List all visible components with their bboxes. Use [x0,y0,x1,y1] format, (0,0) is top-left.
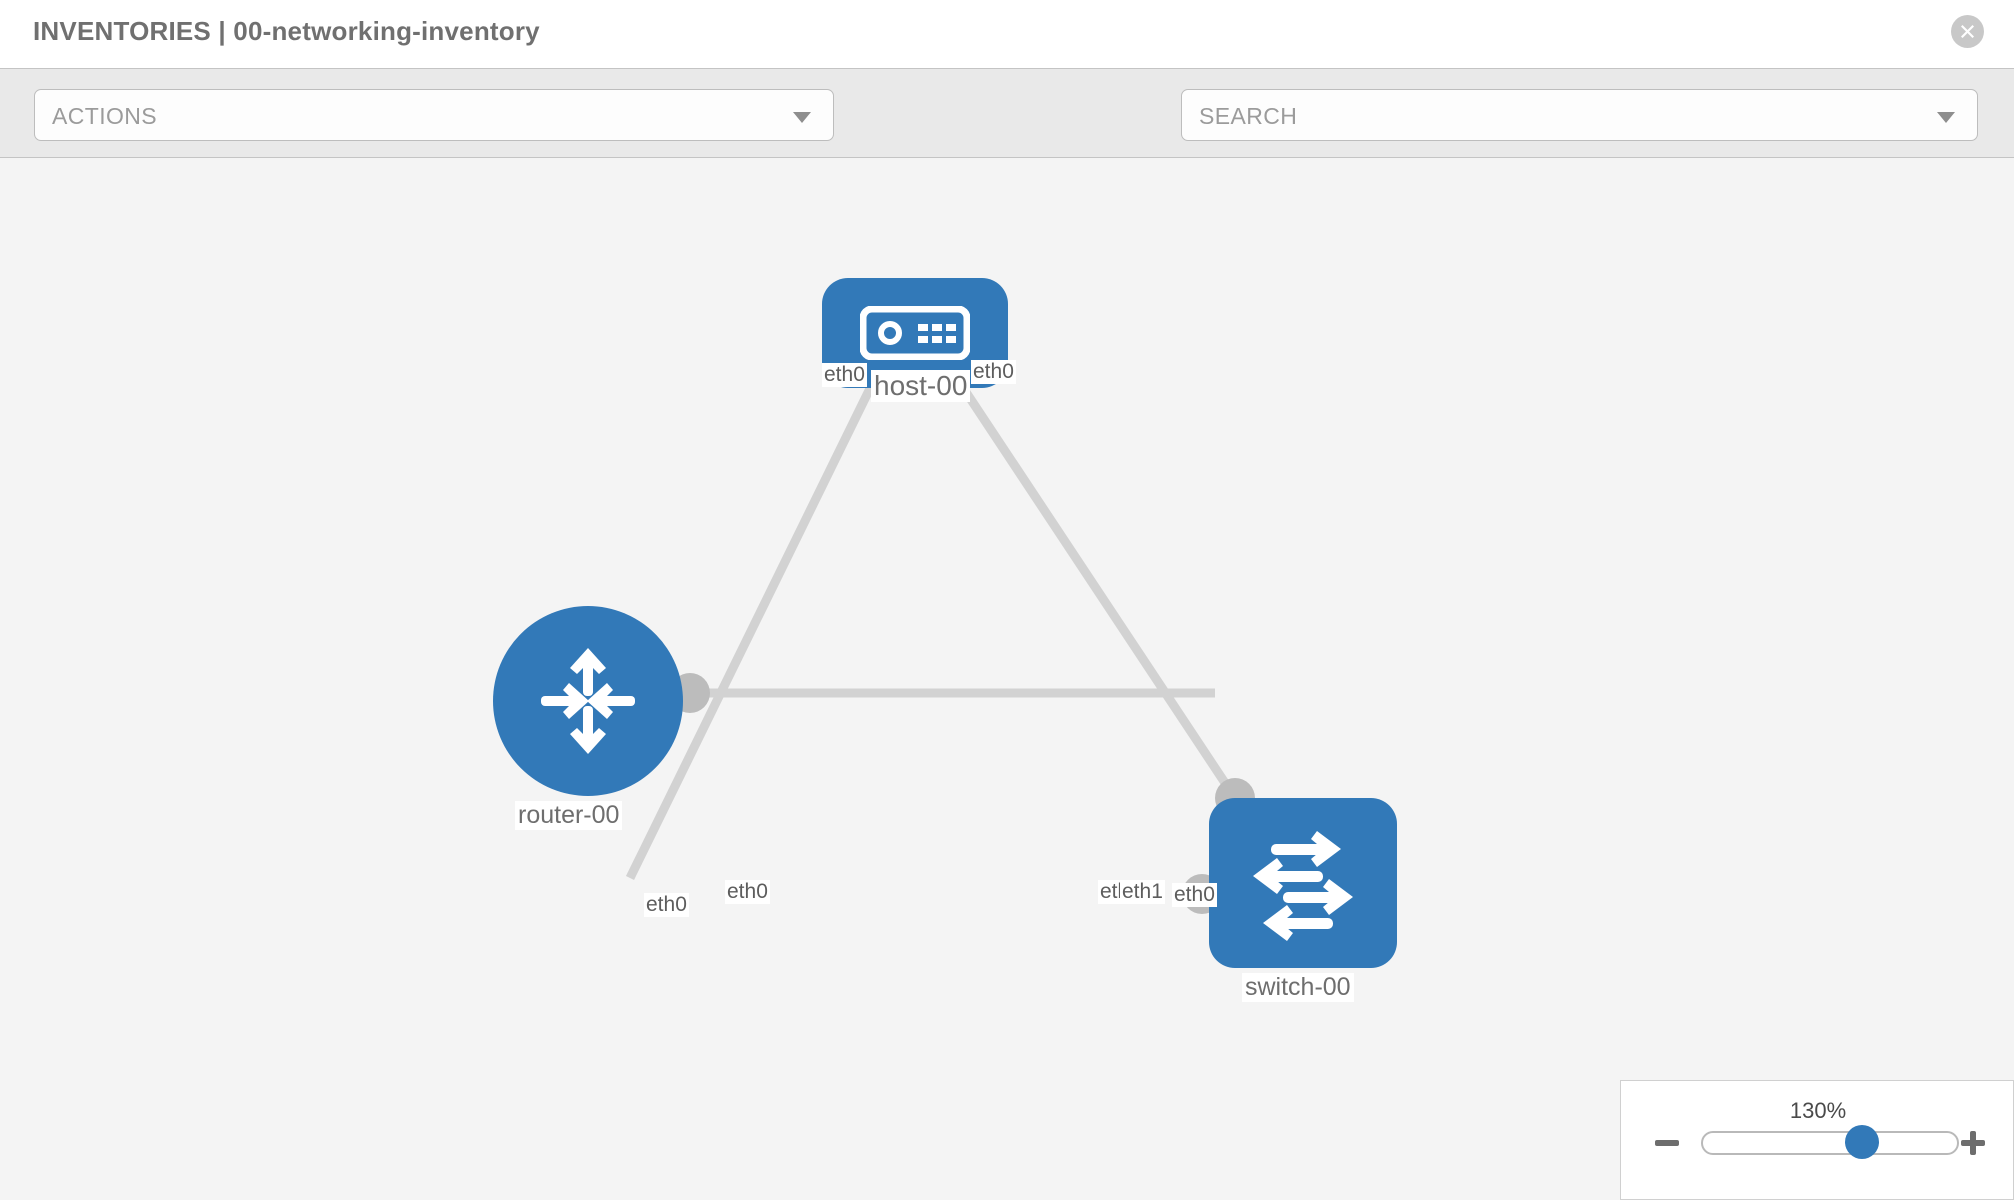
server-icon [859,305,971,365]
node-label-switch-00: switch-00 [1242,973,1354,1002]
page-header: INVENTORIES | 00-networking-inventory [0,0,2014,68]
zoom-out-button[interactable] [1651,1127,1683,1159]
actions-dropdown-label: ACTIONS [52,103,158,129]
node-label-host-00: host-00 [871,370,971,402]
topology-canvas[interactable]: host-00 eth0 eth0 [0,158,2014,1200]
zoom-slider-handle[interactable] [1845,1125,1879,1159]
zoom-percent-label: 130% [1789,1098,1847,1123]
actions-dropdown[interactable]: ACTIONS [34,89,834,141]
router-icon [533,646,643,761]
topology-links [625,365,1239,880]
edge-label-router-uplink: eth0 [644,893,689,917]
search-input[interactable]: SEARCH [1181,89,1978,141]
search-placeholder: SEARCH [1199,103,1298,129]
minus-icon [1651,1140,1683,1163]
edge-label-switch-left-overlap: etl [1098,880,1125,904]
node-label-router-00: router-00 [515,801,623,830]
zoom-in-button[interactable] [1957,1127,1989,1159]
toolbar: ACTIONS SEARCH [0,68,2014,196]
switch-icon [1243,826,1363,947]
edge-label-host-right: eth0 [971,360,1016,384]
search-chevron-down-icon[interactable] [1937,112,1955,123]
edge-label-router-right: eth0 [725,880,770,904]
chevron-down-icon [793,112,811,123]
zoom-control-panel: 130% [1620,1080,2014,1200]
plus-icon [1957,1131,1989,1163]
edge-label-switch-up: eth0 [1172,883,1217,907]
close-button[interactable] [1951,15,1984,48]
page-title: INVENTORIES | 00-networking-inventory [33,16,540,46]
edge-label-host-left: eth0 [822,363,867,387]
zoom-slider-track[interactable] [1701,1131,1959,1155]
edge-label-switch-left: eth1 [1120,880,1165,904]
